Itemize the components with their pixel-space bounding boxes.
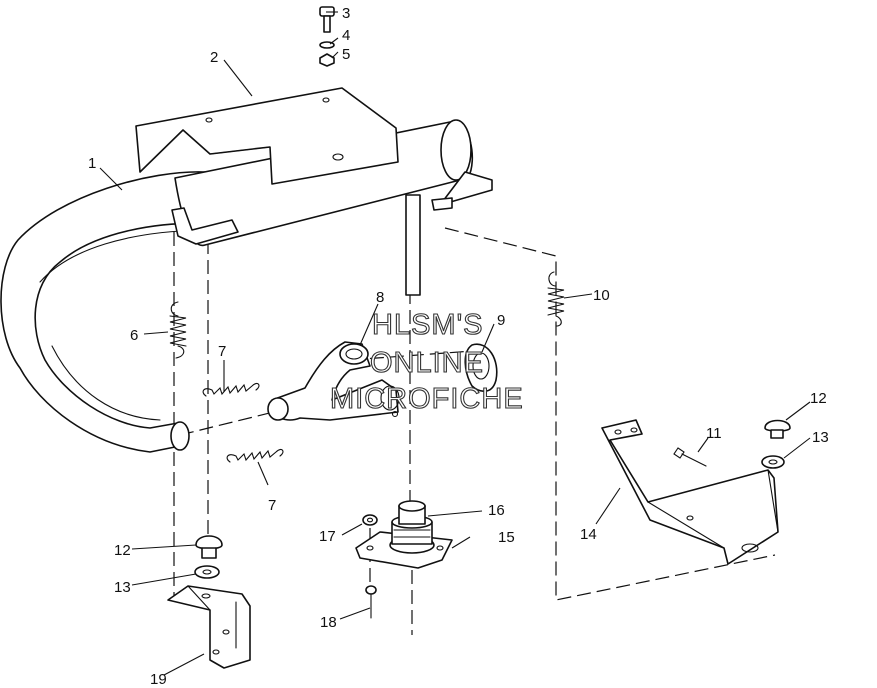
callout-11: 11: [706, 425, 722, 442]
callout-10: 10: [593, 287, 610, 304]
watermark: HLSM'S ONLINE MICROFICHE: [329, 308, 524, 415]
callout-6: 6: [130, 327, 138, 344]
assembly-guide-lines: [173, 227, 776, 635]
callout-2: 2: [210, 49, 218, 66]
nut-5: [319, 53, 335, 67]
callout-19: 19: [150, 671, 167, 688]
callout-13-left: 13: [114, 579, 131, 596]
leader-lines: [99, 11, 811, 676]
callout-16: 16: [488, 502, 505, 519]
callout-15: 15: [498, 529, 515, 546]
screw-11: [673, 447, 707, 467]
support-bracket-14: [601, 419, 779, 565]
rubber-mount-16: [389, 500, 435, 554]
spring-7-lower: [226, 448, 284, 463]
watermark-line-1: HLSM'S: [372, 309, 483, 341]
grommet-12-right: [764, 419, 791, 439]
callout-8: 8: [376, 289, 384, 306]
watermark-line-3: MICROFICHE: [330, 383, 524, 415]
washer-13-left: [194, 565, 220, 579]
spring-10: [547, 271, 565, 327]
callout-7-upper: 7: [218, 343, 226, 360]
exhaust-manifold-8: [267, 341, 400, 421]
watermark-line-2: ONLINE: [370, 347, 484, 379]
callout-17: 17: [319, 528, 336, 545]
callout-13-right: 13: [812, 429, 829, 446]
nut-17: [362, 514, 378, 526]
washer-13-right: [761, 455, 785, 469]
callout-7-lower: 7: [268, 497, 276, 514]
callout-3: 3: [342, 5, 350, 22]
bolt-3: [319, 6, 335, 33]
heat-shield-2: [135, 87, 399, 185]
callout-5: 5: [342, 46, 350, 63]
gasket-9: [464, 343, 498, 393]
callout-14: 14: [580, 526, 597, 543]
spring-7-upper: [202, 382, 260, 397]
callout-4: 4: [342, 27, 350, 44]
callout-labels: 1 2 3 4 5 6 7 7 8 9 10 11 12 13 14 15 16…: [88, 5, 829, 688]
exhaust-pipe-1: [0, 171, 221, 453]
callout-12-left: 12: [114, 542, 131, 559]
grommet-12-left: [195, 535, 223, 559]
spring-6: [169, 301, 187, 359]
callout-1: 1: [88, 155, 96, 172]
callout-12-right: 12: [810, 390, 827, 407]
callout-18: 18: [320, 614, 337, 631]
bracket-19: [167, 585, 251, 669]
callout-9: 9: [497, 312, 505, 329]
screw-18: [365, 585, 377, 619]
